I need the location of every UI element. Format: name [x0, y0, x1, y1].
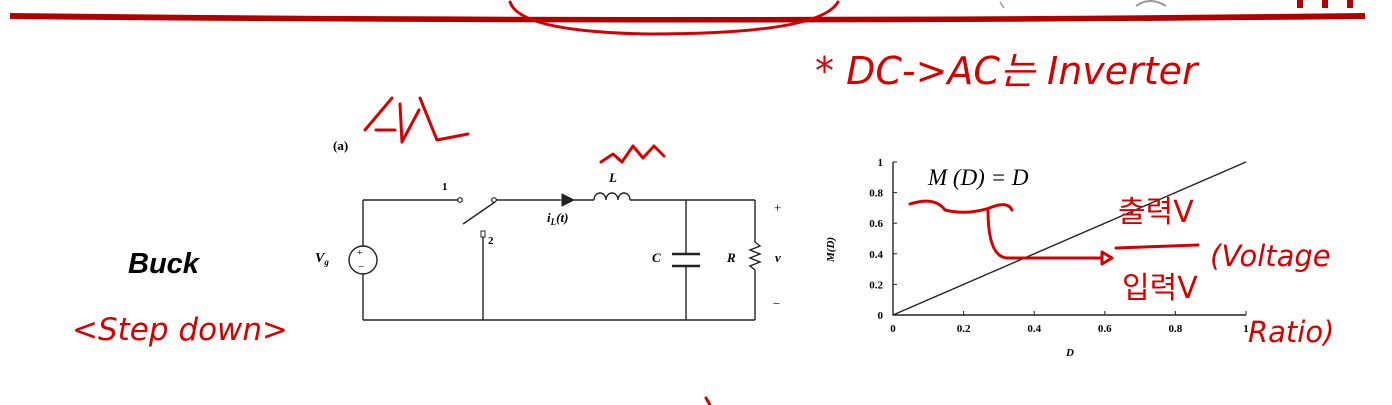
capacitor-label: C: [652, 250, 661, 265]
x-tick-label: 0.6: [1098, 323, 1112, 335]
pointer-arrowhead-icon: [1100, 250, 1114, 266]
header-bar: [10, 0, 1365, 36]
ripple-scribble: [363, 96, 470, 144]
y-tick-label: 0.8: [869, 188, 883, 200]
chart-ticks: 0 0.2 0.4 0.6 0.8 1 0 0.2 0.4 0.6 0.8 1: [869, 157, 1249, 335]
conversion-ratio-chart: 0 0.2 0.4 0.6 0.8 1 0 0.2 0.4 0.6 0.8 1 M (D) = D D…: [825, 157, 1249, 359]
pointer-arrow: [986, 208, 1104, 260]
source-label: Vg: [315, 251, 329, 267]
chart-title: M (D) = D: [927, 165, 1029, 190]
edge-mark: [704, 396, 712, 405]
switch-contact-1: [457, 197, 463, 203]
source-minus: −: [358, 261, 364, 273]
resistor-icon: [748, 241, 762, 271]
x-tick-label: 0.4: [1027, 323, 1041, 335]
chart-xlabel: D: [1065, 347, 1074, 359]
y-tick-label: 1: [878, 157, 884, 169]
header-circle-stroke: [508, 0, 840, 36]
y-tick-label: 0.2: [869, 279, 883, 291]
current-arrow-icon: [560, 193, 575, 207]
buck-circuit: (a) + − Vg 1 2 iL(t) L C R: [315, 138, 781, 321]
header-mark: [999, 1, 1005, 9]
switch-position-2: 2: [488, 235, 494, 247]
inverter-note: * DC->AC는 Inverter: [815, 49, 1200, 93]
current-label: iL(t): [547, 210, 568, 227]
panel-label: (a): [333, 138, 348, 153]
series-line: [892, 161, 1247, 316]
chart-ylabel: M(D): [825, 237, 837, 263]
x-tick-label: 0: [890, 323, 896, 335]
header-red-rule: [10, 13, 1365, 23]
voltage-source-icon: [348, 245, 378, 275]
curve-scribble: [908, 199, 1014, 214]
resistor-label: R: [726, 250, 736, 265]
output-minus: −: [773, 296, 780, 311]
inductor-ripple-sketch: [599, 144, 666, 164]
fraction-bar: [1114, 243, 1200, 250]
capacitor-icon: [672, 252, 700, 268]
output-voltage-label: v: [775, 250, 781, 265]
y-tick-label: 0.4: [869, 249, 883, 261]
y-tick-label: 0: [878, 310, 884, 322]
source-plus: +: [357, 248, 363, 259]
input-voltage-note: 입력V: [1122, 271, 1198, 306]
x-tick-label: 0.8: [1169, 323, 1183, 335]
voltage-note: (Voltage: [1210, 239, 1331, 273]
x-tick-label: 1: [1243, 323, 1249, 335]
x-tick-label: 0.2: [957, 323, 971, 335]
inductor-label: L: [608, 170, 617, 185]
converter-name: Buck: [128, 248, 199, 280]
output-plus: +: [774, 200, 781, 215]
ratio-note: Ratio): [1248, 315, 1334, 349]
switch-contact-2: [480, 230, 486, 238]
logo-letters-fragment: [1297, 0, 1353, 8]
handwritten-annotations: * DC->AC는 Inverter <Step down> 출력V 입력V (…: [72, 49, 1334, 405]
switch-contact-common: [491, 197, 497, 203]
logo-fragment-icon: [1135, 0, 1167, 7]
step-down-note: <Step down>: [72, 312, 288, 348]
switch-blade-icon: [462, 201, 496, 225]
output-voltage-note: 출력V: [1118, 195, 1194, 230]
inductor-icon: [574, 192, 640, 201]
y-tick-label: 0.6: [869, 218, 883, 230]
switch-position-1: 1: [442, 181, 448, 193]
